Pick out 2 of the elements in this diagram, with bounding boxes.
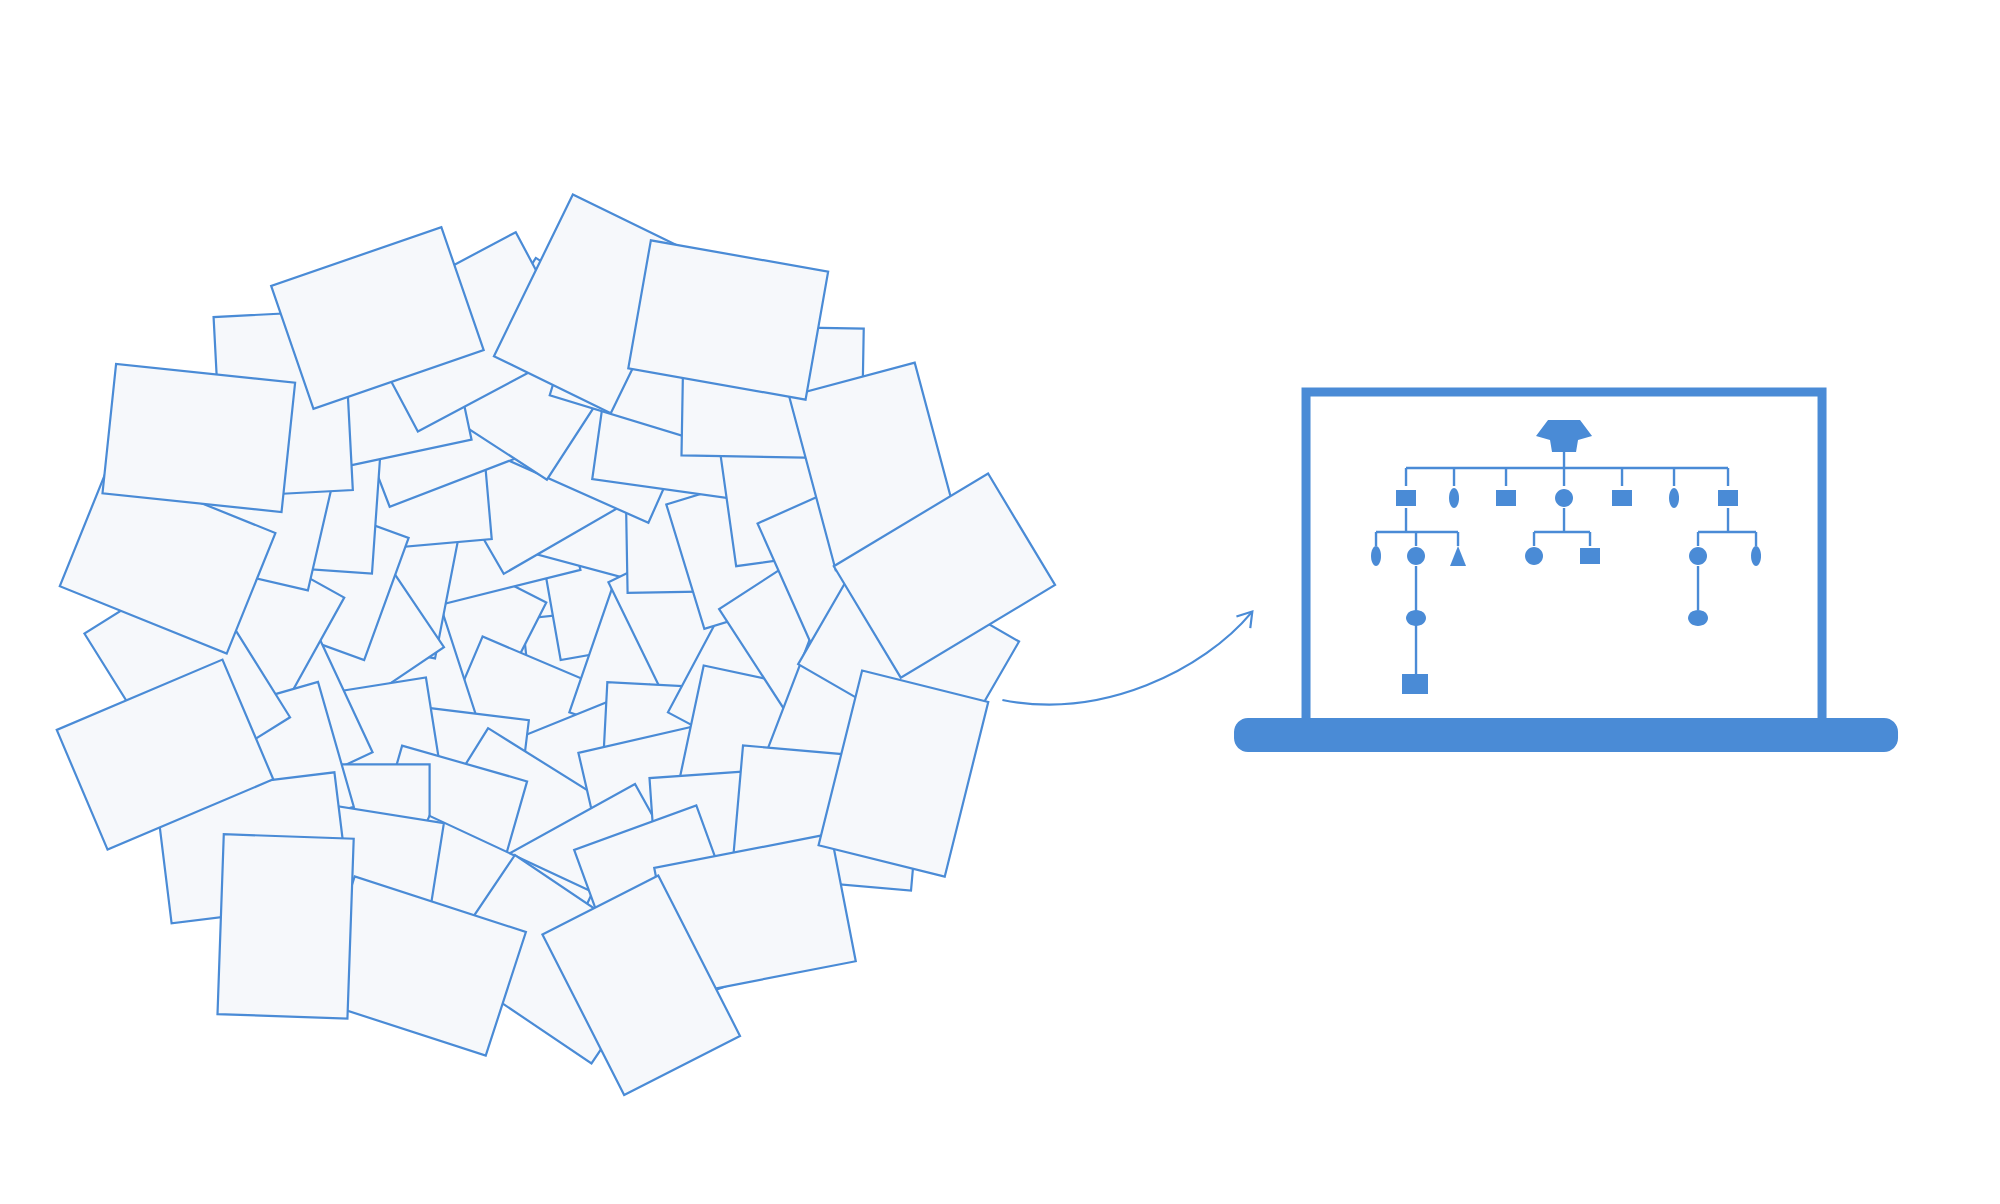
laptop-drawing bbox=[1234, 387, 1899, 752]
curved-arrow bbox=[1002, 610, 1254, 706]
